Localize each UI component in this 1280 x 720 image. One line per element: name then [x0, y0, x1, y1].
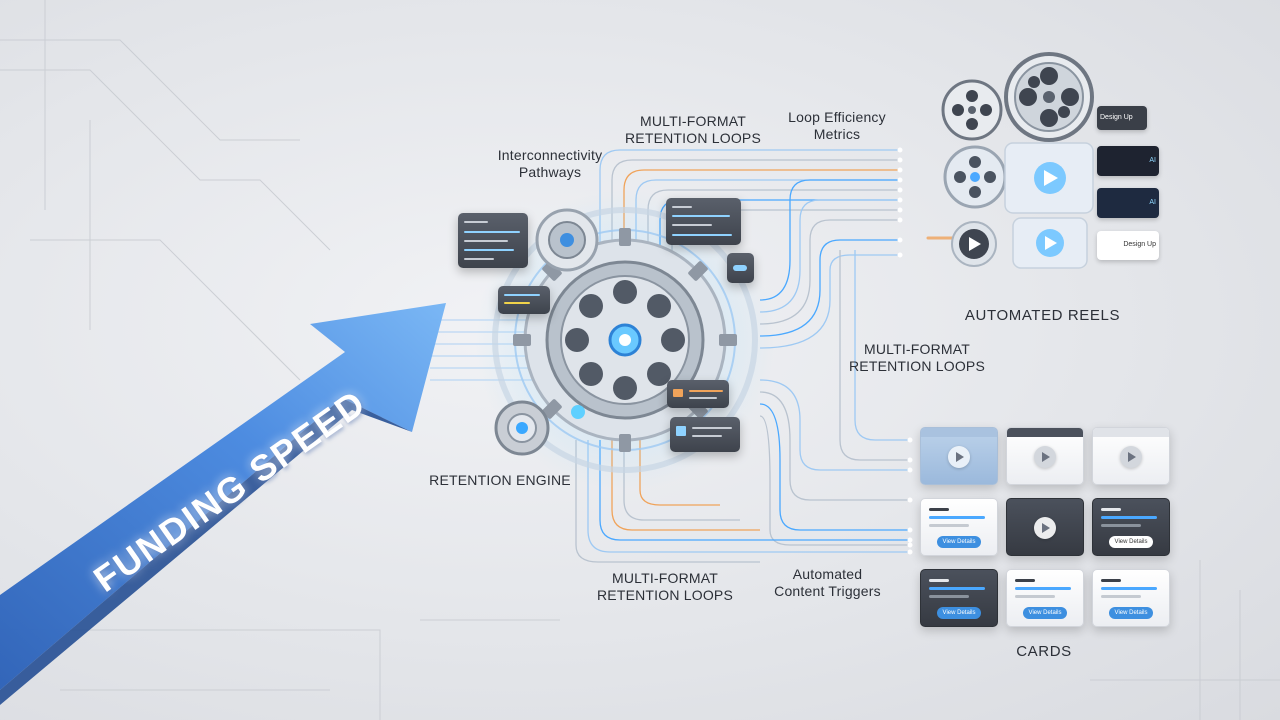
label-line: Automated — [792, 566, 863, 582]
view-details-button[interactable]: View Details — [937, 607, 981, 619]
engine-panel-left — [458, 213, 528, 268]
label-line: Content Triggers — [774, 583, 881, 599]
view-details-button[interactable]: View Details — [937, 536, 981, 548]
card-details-3[interactable]: View Details — [920, 569, 998, 627]
reel-tag-text: Design Up — [1100, 114, 1133, 121]
engine-panel-bottom — [670, 417, 740, 452]
card-video-light-2[interactable] — [1092, 427, 1170, 485]
engine-panel-right-small — [727, 253, 754, 283]
label-line: MULTI-FORMAT — [639, 113, 747, 129]
label-interconnectivity: Interconnectivity Pathways — [480, 147, 620, 181]
label-line: Pathways — [518, 164, 582, 180]
reel-tag-ai-1: AI — [1097, 146, 1159, 176]
label-loop-efficiency: Loop Efficiency Metrics — [772, 109, 902, 143]
card-video-light-1[interactable] — [1006, 427, 1084, 485]
card-details-5[interactable]: View Details — [1092, 569, 1170, 627]
label-line: MULTI-FORMAT — [611, 570, 719, 586]
reel-tag-text: AI — [1149, 199, 1156, 206]
engine-panel-cyan — [498, 286, 550, 314]
engine-panel-top — [666, 198, 741, 245]
card-details-1[interactable]: View Details — [920, 498, 998, 556]
label-automated-reels: AUTOMATED REELS — [964, 307, 1121, 324]
card-video-dark[interactable] — [1006, 498, 1084, 556]
label-line: RETENTION LOOPS — [596, 587, 734, 603]
label-retention-engine: RETENTION ENGINE — [429, 472, 571, 488]
label-line: RETENTION LOOPS — [848, 358, 986, 374]
play-icon — [1034, 446, 1056, 468]
reel-tag-ai-2: AI — [1097, 188, 1159, 218]
card-details-4[interactable]: View Details — [1006, 569, 1084, 627]
label-multi-format-top: MULTI-FORMAT RETENTION LOOPS — [618, 113, 768, 147]
reel-tag-text: AI — [1149, 157, 1156, 164]
label-multi-format-mid: MULTI-FORMAT RETENTION LOOPS — [842, 341, 992, 375]
label-automated-triggers: Automated Content Triggers — [760, 566, 895, 600]
card-details-2[interactable]: View Details — [1092, 498, 1170, 556]
view-details-button[interactable]: View Details — [1109, 607, 1153, 619]
label-cards: CARDS — [1016, 643, 1072, 660]
label-multi-format-bottom: MULTI-FORMAT RETENTION LOOPS — [590, 570, 740, 604]
engine-panel-orange — [667, 380, 729, 408]
label-line: Interconnectivity — [497, 147, 603, 163]
card-video-blue[interactable] — [920, 427, 998, 485]
label-line: MULTI-FORMAT — [863, 341, 971, 357]
label-line: Loop Efficiency — [788, 109, 886, 125]
reel-tag-design-up-2: Design Up — [1097, 231, 1159, 260]
play-icon — [1034, 517, 1056, 539]
label-line: RETENTION LOOPS — [624, 130, 762, 146]
play-icon — [948, 446, 970, 468]
view-details-button[interactable]: View Details — [1023, 607, 1067, 619]
view-details-button[interactable]: View Details — [1109, 536, 1153, 548]
reel-tag-text: Design Up — [1123, 241, 1156, 248]
label-line: Metrics — [813, 126, 861, 142]
play-icon — [1120, 446, 1142, 468]
reel-tag-design-up: Design Up — [1097, 106, 1147, 130]
